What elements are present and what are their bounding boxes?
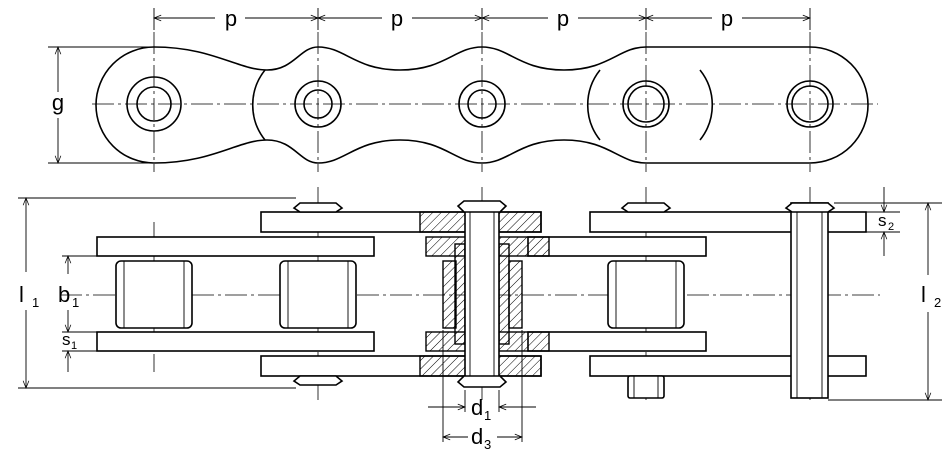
length-right-label: l bbox=[921, 282, 926, 307]
length-left-dimension: l 1 bbox=[18, 198, 296, 388]
plan-view: l 1 b 1 s 1 s 2 bbox=[18, 187, 942, 452]
side-view: p p p p bbox=[48, 6, 878, 172]
pin-heads bbox=[292, 200, 836, 399]
inner-plate-bottom-right bbox=[527, 331, 707, 352]
inner-plate-thick-sub: 1 bbox=[71, 340, 77, 352]
outer-plate-thickness-dimension: s 2 bbox=[866, 187, 900, 256]
roller-section-right bbox=[508, 260, 523, 329]
pin-diameter-dimension: d 1 bbox=[428, 390, 536, 423]
outer-plate-thick-label: s bbox=[878, 211, 887, 230]
outer-plate-thick-sub: 2 bbox=[888, 221, 894, 233]
pitch-label-2: p bbox=[391, 6, 403, 31]
roller-section-left bbox=[442, 260, 457, 329]
inner-width-sub: 1 bbox=[72, 295, 79, 310]
length-right-dimension: l 2 bbox=[828, 203, 942, 400]
chain-outline bbox=[95, 46, 869, 164]
length-left-label: l bbox=[19, 282, 24, 307]
roller-3 bbox=[607, 260, 685, 329]
pitch-label-1: p bbox=[225, 6, 237, 31]
plate-height-label: g bbox=[52, 90, 64, 115]
length-right-sub: 2 bbox=[934, 295, 941, 310]
roller-diameter-dimension: d 3 bbox=[443, 330, 522, 452]
bush-section-left bbox=[454, 243, 466, 345]
length-left-sub: 1 bbox=[32, 295, 39, 310]
plate-arc-right2 bbox=[699, 69, 714, 141]
plate-height-dimension: g bbox=[48, 47, 154, 163]
bush-section-right bbox=[498, 243, 510, 345]
roller-diameter-sub: 3 bbox=[484, 437, 491, 452]
inner-plate-top-left bbox=[96, 236, 375, 257]
pin-centerlines-top bbox=[153, 32, 811, 172]
inner-plate-thick-label: s bbox=[62, 330, 71, 349]
inner-plate-top-right bbox=[527, 236, 707, 257]
roller-diameter-label: d bbox=[471, 424, 483, 449]
inner-width-label: b bbox=[58, 282, 70, 307]
roller-2 bbox=[279, 260, 357, 329]
pitch-dimension: p p p p bbox=[154, 6, 810, 31]
plate-arc-right bbox=[586, 69, 601, 141]
plate-arc-left bbox=[251, 69, 266, 141]
inner-plate-bottom-left bbox=[96, 331, 375, 352]
inner-width-dimension: b 1 s 1 bbox=[58, 256, 97, 372]
pin-diameter-sub: 1 bbox=[484, 408, 491, 423]
pitch-label-3: p bbox=[557, 6, 569, 31]
pitch-label-4: p bbox=[721, 6, 733, 31]
pin-diameter-label: d bbox=[471, 395, 483, 420]
roller-1 bbox=[115, 260, 193, 329]
